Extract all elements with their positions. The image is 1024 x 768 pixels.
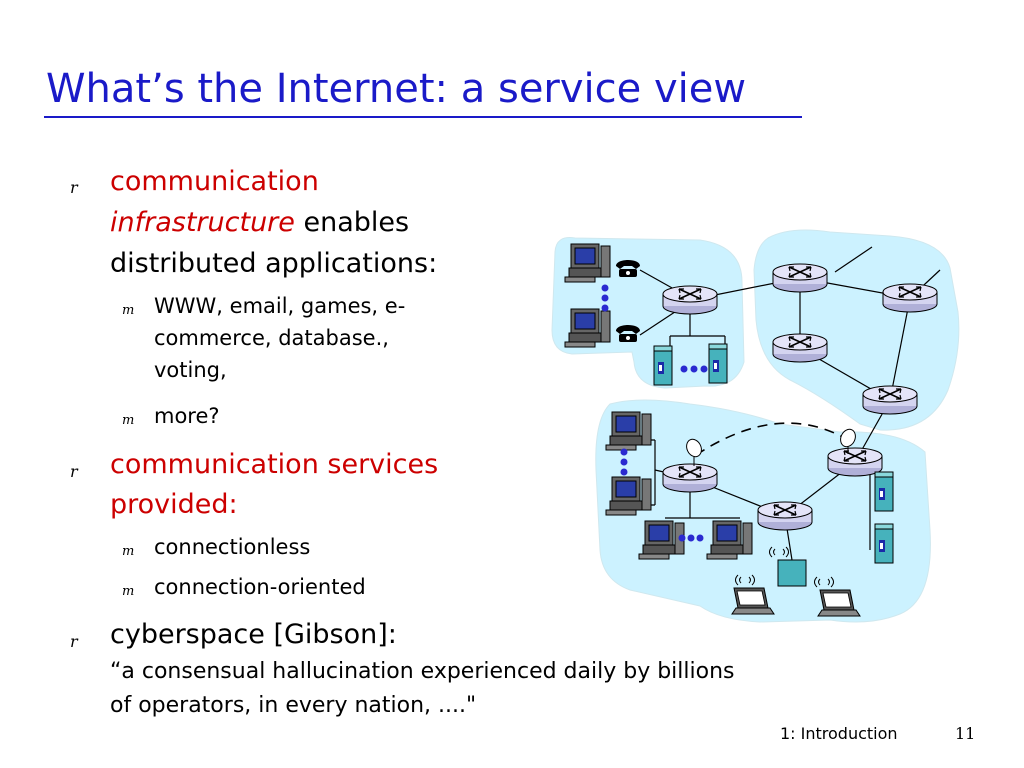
server-icon: [874, 471, 894, 512]
router-icon: [772, 333, 828, 363]
desktop-computer-icon: [564, 243, 611, 283]
more-hosts-dots: [601, 284, 609, 312]
bullet-1-line-3: distributed applications:: [110, 248, 438, 279]
enables-text: enables: [294, 207, 410, 238]
sub-bullet-marker: m: [122, 413, 135, 428]
sub-bullet-marker: m: [122, 584, 135, 599]
bullet-2-line-2: provided:: [110, 489, 238, 520]
desktop-computer-icon: [564, 308, 611, 348]
sub-bullet-connection-oriented: connection-oriented: [154, 575, 366, 599]
router-icon: [772, 263, 828, 293]
sub-bullet-1-line-3: voting,: [154, 358, 227, 382]
sub-bullet-2: more?: [154, 404, 220, 428]
sub-bullet-marker: m: [122, 544, 135, 559]
page-number: 11: [955, 724, 976, 743]
desktop-computer-icon: [638, 520, 685, 560]
bullet-1-line-1: communication: [110, 166, 319, 197]
router-icon: [757, 501, 813, 531]
gibson-quote-line-2: of operators, in every nation, ....": [110, 693, 477, 718]
more-servers-dots: [680, 365, 708, 373]
satellite-dish-icon: [686, 438, 702, 466]
title-underline: [44, 116, 802, 118]
desktop-computer-icon: [706, 520, 753, 560]
server-icon: [874, 523, 894, 564]
bullet-3-line-1: cyberspace [Gibson]:: [110, 619, 397, 650]
bullet-marker: r: [70, 632, 78, 651]
sub-bullet-connectionless: connectionless: [154, 535, 311, 559]
more-hosts-dots: [678, 534, 704, 542]
desktop-computer-icon: [605, 411, 652, 451]
slide-title: What’s the Internet: a service view: [46, 66, 747, 112]
wireless-access-point-icon: [777, 559, 807, 587]
satellite-dish-icon: [840, 428, 856, 454]
more-hosts-dots: [620, 448, 628, 476]
router-icon: [862, 385, 918, 415]
sub-bullet-1-line-1: WWW, email, games, e-: [154, 294, 406, 318]
server-icon: [708, 343, 728, 384]
sub-bullet-1-line-2: commerce, database.,: [154, 326, 389, 350]
router-icon: [662, 463, 718, 493]
desktop-computer-icon: [605, 476, 652, 516]
bullet-2-line-1: communication services: [110, 449, 439, 480]
router-icon: [827, 447, 883, 477]
router-icon: [882, 283, 938, 313]
infrastructure-emphasis: infrastructure: [110, 207, 295, 238]
satellite-link: [695, 422, 849, 456]
footer-chapter: 1: Introduction: [780, 724, 898, 743]
sub-bullet-marker: m: [122, 303, 135, 318]
gibson-quote-line-1: “a consensual hallucination experienced …: [110, 659, 735, 684]
bullet-marker: r: [70, 178, 78, 197]
router-icon: [662, 285, 718, 315]
bullet-marker: r: [70, 462, 78, 481]
isp-network-cloud: [753, 229, 960, 431]
server-icon: [653, 345, 673, 386]
bullet-1-line-2: infrastructure enables: [110, 202, 409, 243]
